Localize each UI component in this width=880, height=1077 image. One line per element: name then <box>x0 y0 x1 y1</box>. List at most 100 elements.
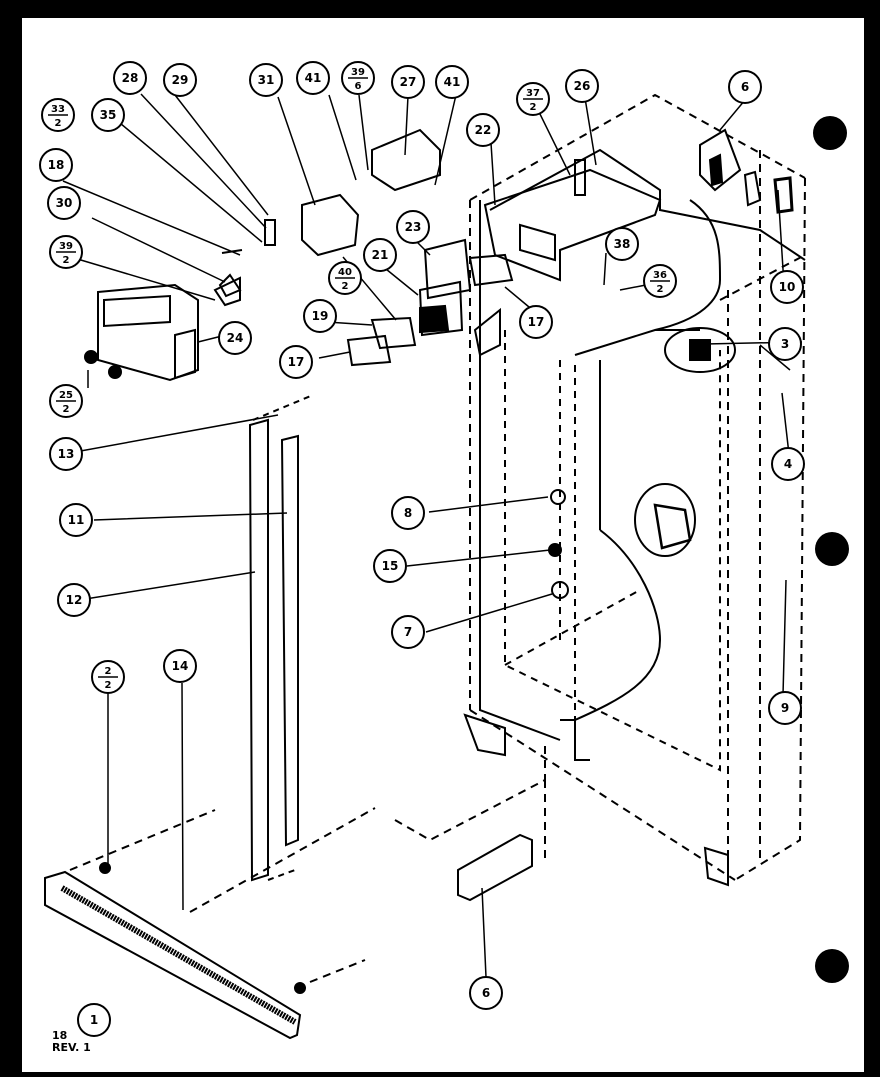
callout-c19: 19 <box>303 299 337 333</box>
callout-number: 30 <box>56 196 73 210</box>
callout-number: 7 <box>404 625 412 639</box>
callout-number: 6 <box>741 80 749 94</box>
callout-c1: 1 <box>77 1003 111 1037</box>
page-code-block: 18 REV. 1 <box>52 1030 91 1054</box>
callout-denominator: 2 <box>63 255 70 266</box>
bracket-30 <box>213 276 241 307</box>
callout-circle <box>728 70 762 104</box>
callout-c14: 14 <box>163 649 197 683</box>
callout-c37-2: 372 <box>516 82 550 116</box>
callout-c9: 9 <box>768 691 802 725</box>
callout-number: 1 <box>90 1013 98 1027</box>
callout-denominator: 2 <box>342 281 349 292</box>
callout-circle <box>565 69 599 103</box>
callout-c22: 22 <box>466 113 500 147</box>
callout-circle <box>39 148 73 182</box>
callout-number: 38 <box>614 237 631 251</box>
callout-circle <box>303 299 337 333</box>
callout-c39-2: 392 <box>49 235 83 269</box>
callout-number: 28 <box>122 71 139 85</box>
callout-c15: 15 <box>373 549 407 583</box>
callout-number: 41 <box>305 71 322 85</box>
callout-number: 19 <box>312 309 329 323</box>
callout-denominator: 2 <box>530 102 537 113</box>
callout-circle <box>91 98 125 132</box>
callout-number: 21 <box>372 248 389 262</box>
control-housing-grill <box>103 294 196 380</box>
callout-number: 27 <box>400 75 417 89</box>
callout-c17b: 17 <box>279 345 313 379</box>
mullion-rail-inner <box>280 434 299 847</box>
duct-frame-17a <box>468 253 514 287</box>
callout-number: 18 <box>48 158 65 172</box>
callout-c24: 24 <box>218 321 252 355</box>
toe-grille-inner <box>60 885 297 1025</box>
callout-circle <box>770 270 804 304</box>
callout-number: 6 <box>482 986 490 1000</box>
callout-c26: 26 <box>565 69 599 103</box>
callout-c39-6: 396 <box>341 61 375 95</box>
callout-denominator: 2 <box>105 680 112 691</box>
callout-c25-2: 252 <box>49 384 83 418</box>
revision-label: REV. 1 <box>52 1041 91 1054</box>
light-socket-housing <box>664 327 736 373</box>
page-code: 18 <box>52 1029 68 1042</box>
rail-dashes <box>252 394 314 881</box>
sensor-housing <box>634 483 696 557</box>
callout-number: 14 <box>172 659 189 673</box>
callout-c10: 10 <box>770 270 804 304</box>
callout-number: 26 <box>574 79 591 93</box>
cam-8 <box>550 489 566 505</box>
callout-c41a: 41 <box>296 61 330 95</box>
callout-c29: 29 <box>163 63 197 97</box>
callout-circle <box>466 113 500 147</box>
callout-c2-2: 22 <box>91 660 125 694</box>
callout-denominator: 2 <box>657 284 664 295</box>
callout-circle <box>113 61 147 95</box>
callout-circle <box>163 63 197 97</box>
callout-numerator: 33 <box>51 104 65 115</box>
callout-c33-2: 332 <box>41 98 75 132</box>
lamp-shield <box>743 170 762 207</box>
callout-c18: 18 <box>39 148 73 182</box>
callout-c30: 30 <box>47 186 81 220</box>
callout-circle <box>391 65 425 99</box>
spacer-block <box>457 833 533 902</box>
callout-c7: 7 <box>391 615 425 649</box>
callout-circle <box>391 615 425 649</box>
callout-denominator: 2 <box>63 404 70 415</box>
cam-7 <box>551 581 569 599</box>
callout-c40-2: 402 <box>328 261 362 295</box>
callout-c41b: 41 <box>435 65 469 99</box>
callout-number: 13 <box>58 447 75 461</box>
callout-c6a: 6 <box>728 70 762 104</box>
callout-circle <box>469 976 503 1010</box>
callout-circle <box>57 583 91 617</box>
callout-layer: 1223466789101112131415171718192122232425… <box>39 61 805 1037</box>
cabinet-curve <box>574 199 722 721</box>
leveling-leg-left <box>463 713 506 757</box>
callout-c23: 23 <box>396 210 430 244</box>
sensor <box>653 503 692 550</box>
callout-circle <box>279 345 313 379</box>
mullion-rail-outer <box>248 418 269 882</box>
knob-left <box>84 350 98 364</box>
callout-numerator: 40 <box>338 267 352 278</box>
callout-c21: 21 <box>363 238 397 272</box>
callout-c8: 8 <box>391 496 425 530</box>
callout-numerator: 37 <box>526 88 540 99</box>
callout-number: 22 <box>475 123 492 137</box>
callout-number: 17 <box>288 355 305 369</box>
callout-circle <box>218 321 252 355</box>
callout-c6b: 6 <box>469 976 503 1010</box>
callout-number: 15 <box>382 559 399 573</box>
callout-numerator: 36 <box>653 270 667 281</box>
callout-number: 12 <box>66 593 83 607</box>
callout-number: 35 <box>100 108 117 122</box>
callout-c3: 3 <box>768 327 802 361</box>
callout-number: 24 <box>227 331 244 345</box>
callout-circle <box>768 327 802 361</box>
callout-circle <box>519 305 553 339</box>
light-socket <box>689 339 711 361</box>
control-housing <box>97 283 199 382</box>
